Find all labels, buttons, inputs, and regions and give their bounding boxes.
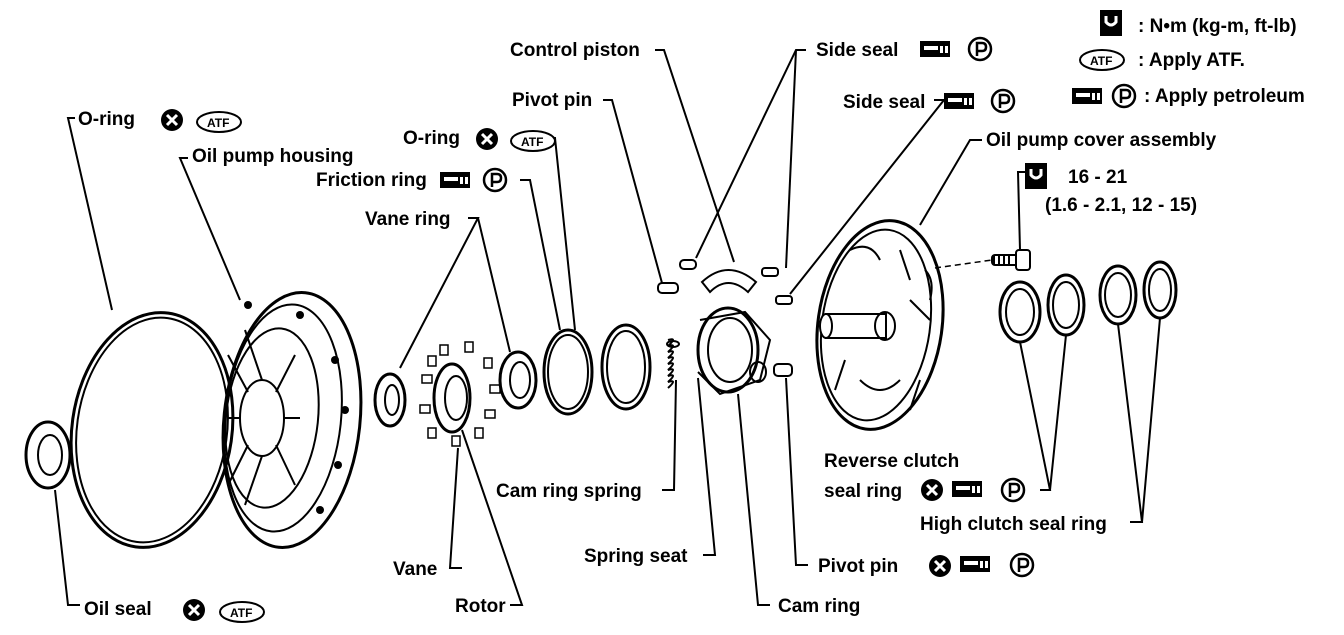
- petroleum-p-icon: [1111, 83, 1137, 109]
- label-cam-ring-spring: Cam ring spring: [496, 481, 642, 502]
- atf-badge-icon: ATF: [219, 601, 265, 623]
- label-reverse-clutch-1: Reverse clutch: [824, 451, 959, 472]
- label-pivot-pin-top: Pivot pin: [512, 90, 592, 111]
- vane-ring-part: [373, 372, 407, 428]
- side-seal-parts: [761, 267, 793, 305]
- label-cam-ring: Cam ring: [778, 596, 860, 617]
- label-torque-value: 16 - 21: [1068, 167, 1128, 188]
- label-oil-seal: Oil seal: [84, 599, 152, 620]
- label-rotor: Rotor: [455, 596, 506, 617]
- legend-petroleum: : Apply petroleum: [1144, 86, 1305, 107]
- atf-badge-icon: ATF: [196, 111, 242, 133]
- label-spring-seat: Spring seat: [584, 546, 688, 567]
- label-high-clutch: High clutch seal ring: [920, 514, 1107, 535]
- petroleum-tube-icon: [944, 93, 974, 109]
- o-ring-inner-part: [542, 328, 594, 416]
- petroleum-tube-icon: [952, 481, 982, 497]
- atf-badge-icon: ATF: [1079, 49, 1125, 71]
- pivot-pin-top-part: [657, 259, 697, 294]
- legend-atf: : Apply ATF.: [1138, 50, 1245, 71]
- petroleum-p-icon: [990, 88, 1016, 114]
- legend-torque: : N•m (kg-m, ft-lb): [1138, 16, 1297, 37]
- label-vane-ring: Vane ring: [365, 209, 451, 230]
- discard-x-icon: [927, 553, 953, 579]
- discard-x-icon: [181, 597, 207, 623]
- legend: : N•m (kg-m, ft-lb) ATF : Apply ATF. : A…: [1072, 8, 1305, 109]
- oil-pump-cover-part: [815, 219, 945, 431]
- svg-text:ATF: ATF: [230, 606, 252, 620]
- label-control-piston: Control piston: [510, 40, 640, 61]
- label-o-ring-inner: O-ring: [403, 128, 460, 149]
- petroleum-p-icon: [1009, 552, 1035, 578]
- label-torque-alt: (1.6 - 2.1, 12 - 15): [1045, 195, 1197, 216]
- vane-ring-2-part: [498, 350, 538, 410]
- leader-lines: [54, 49, 1161, 606]
- discard-x-icon: [159, 107, 185, 133]
- petroleum-tube-icon: [440, 172, 470, 188]
- label-side-seal-1: Side seal: [816, 40, 898, 61]
- label-pivot-pin-bottom: Pivot pin: [818, 556, 898, 577]
- petroleum-p-icon: [1000, 477, 1026, 503]
- label-oil-pump-cover: Oil pump cover assembly: [986, 130, 1217, 151]
- cam-ring-spring-part: [666, 338, 680, 389]
- petroleum-p-icon: [967, 36, 993, 62]
- petroleum-tube-icon: [1072, 88, 1102, 104]
- svg-text:ATF: ATF: [1090, 54, 1112, 68]
- friction-ring-part: [600, 323, 652, 411]
- discard-x-icon: [919, 477, 945, 503]
- svg-text:ATF: ATF: [207, 116, 229, 130]
- petroleum-p-icon: [482, 167, 508, 193]
- petroleum-tube-icon: [960, 556, 990, 572]
- control-piston-part: [700, 269, 758, 294]
- reverse-clutch-seal-rings: [998, 273, 1086, 344]
- label-vane: Vane: [393, 559, 437, 580]
- label-friction-ring: Friction ring: [316, 170, 427, 191]
- o-ring-outer-part: [69, 311, 235, 549]
- discard-x-icon: [474, 126, 500, 152]
- bolt-part: [934, 249, 1031, 271]
- svg-text:ATF: ATF: [521, 135, 543, 149]
- oil-seal-part: [24, 420, 72, 490]
- high-clutch-seal-rings: [1098, 260, 1178, 326]
- label-side-seal-2: Side seal: [843, 92, 925, 113]
- oil-pump-housing-part: [221, 291, 363, 549]
- pivot-pin-bottom-part: [773, 363, 793, 377]
- label-o-ring-outer: O-ring: [78, 109, 135, 130]
- label-reverse-clutch-2: seal ring: [824, 481, 902, 502]
- atf-badge-icon: ATF: [510, 130, 556, 152]
- torque-wrench-icon: [1098, 8, 1124, 38]
- rotor-part: [419, 341, 501, 447]
- torque-wrench-icon: [1023, 161, 1049, 191]
- petroleum-tube-icon: [920, 41, 950, 57]
- cam-ring-part: [696, 306, 772, 396]
- label-oil-pump-housing: Oil pump housing: [192, 146, 353, 167]
